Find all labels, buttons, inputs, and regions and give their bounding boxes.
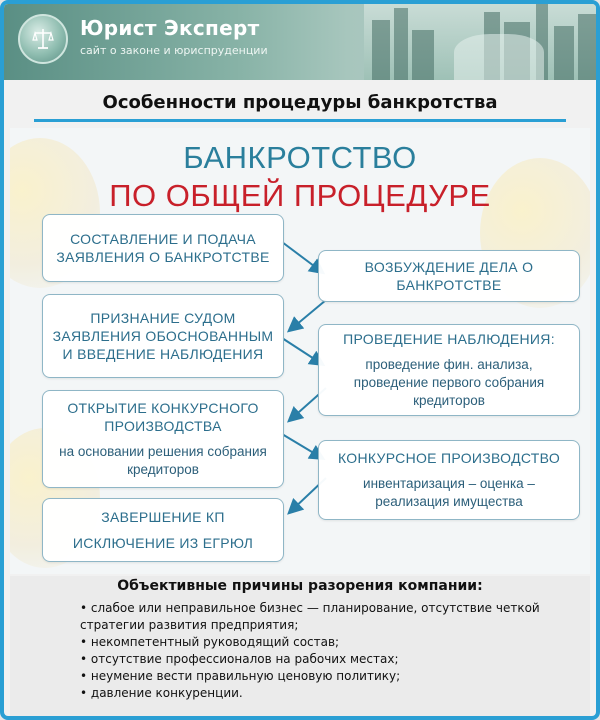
step-title: ОТКРЫТИЕ КОНКУРСНОГО ПРОИЗВОДСТВА <box>67 400 259 434</box>
step-detail: ИСКЛЮЧЕНИЕ ИЗ ЕГРЮЛ <box>72 535 254 551</box>
flow-arrow-3 <box>281 337 326 367</box>
diagram-heading-line1: БАНКРОТСТВО <box>183 140 417 175</box>
step-box-case-initiation: ВОЗБУЖДЕНИЕ ДЕЛА О БАНКРОТСТВЕ <box>318 250 580 302</box>
step-box-court-recognition: ПРИЗНАНИЕ СУДОМ ЗАЯВЛЕНИЯ ОБОСНОВАННЫМ И… <box>42 294 284 378</box>
step-box-bankruptcy-proceedings: КОНКУРСНОЕ ПРОИЗВОДСТВО инвентаризация –… <box>318 440 580 520</box>
causes-title: Объективные причины разорения компании: <box>117 578 483 594</box>
flow-arrow-5 <box>281 433 326 461</box>
step-box-supervision: ПРОВЕДЕНИЕ НАБЛЮДЕНИЯ: проведение фин. а… <box>318 324 580 416</box>
step-title: ВОЗБУЖДЕНИЕ ДЕЛА О БАНКРОТСТВЕ <box>364 259 534 293</box>
brand-name[interactable]: Юрист Эксперт <box>80 16 260 40</box>
flow-arrow-1 <box>281 241 326 275</box>
step-box-completion: ЗАВЕРШЕНИЕ КП ИСКЛЮЧЕНИЕ ИЗ ЕГРЮЛ <box>42 498 284 562</box>
brand-tagline: сайт о законе и юриспруденции <box>80 44 268 57</box>
flow-arrow-2 <box>286 299 327 333</box>
causes-list: слабое или неправильное бизнес — планиро… <box>80 600 585 702</box>
list-item: некомпетентный руководящий состав; <box>80 634 585 651</box>
step-title: ПРОВЕДЕНИЕ НАБЛЮДЕНИЯ: <box>343 331 555 347</box>
step-title: ЗАВЕРШЕНИЕ КП <box>101 509 225 525</box>
scales-icon <box>32 29 54 49</box>
step-detail: инвентаризация – оценка – реализация иму… <box>363 476 535 509</box>
step-detail: проведение фин. анализа, проведение перв… <box>353 357 545 408</box>
list-item: слабое или неправильное бизнес — планиро… <box>80 600 585 634</box>
list-item: отсутствие профессионалов на рабочих мес… <box>80 651 585 668</box>
step-title: КОНКУРСНОЕ ПРОИЗВОДСТВО <box>337 450 561 466</box>
step-box-filing: СОСТАВЛЕНИЕ И ПОДАЧА ЗАЯВЛЕНИЯ О БАНКРОТ… <box>42 214 284 282</box>
bankruptcy-diagram: БАНКРОТСТВО ПО ОБЩЕЙ ПРОЦЕДУРЕ СОСТАВЛЕН… <box>10 128 590 574</box>
list-item: неумение вести правильную ценовую полити… <box>80 668 585 685</box>
step-box-bankruptcy-opening: ОТКРЫТИЕ КОНКУРСНОГО ПРОИЗВОДСТВА на осн… <box>42 390 284 488</box>
list-item: давление конкуренции. <box>80 685 585 702</box>
page-title: Особенности процедуры банкротства <box>102 92 498 113</box>
logo-icon <box>18 14 68 64</box>
step-title: ПРИЗНАНИЕ СУДОМ ЗАЯВЛЕНИЯ ОБОСНОВАННЫМ И… <box>52 310 274 362</box>
step-title: СОСТАВЛЕНИЕ И ПОДАЧА ЗАЯВЛЕНИЯ О БАНКРОТ… <box>56 231 270 265</box>
header-city-image <box>364 4 596 80</box>
causes-section: Объективные причины разорения компании: … <box>10 576 590 716</box>
site-header: Юрист Эксперт сайт о законе и юриспруден… <box>4 4 596 80</box>
diagram-heading-line2: ПО ОБЩЕЙ ПРОЦЕДУРЕ <box>109 178 491 213</box>
page-title-bar: Особенности процедуры банкротства <box>34 86 566 122</box>
step-detail: на основании решения собрания кредиторов <box>59 444 267 477</box>
